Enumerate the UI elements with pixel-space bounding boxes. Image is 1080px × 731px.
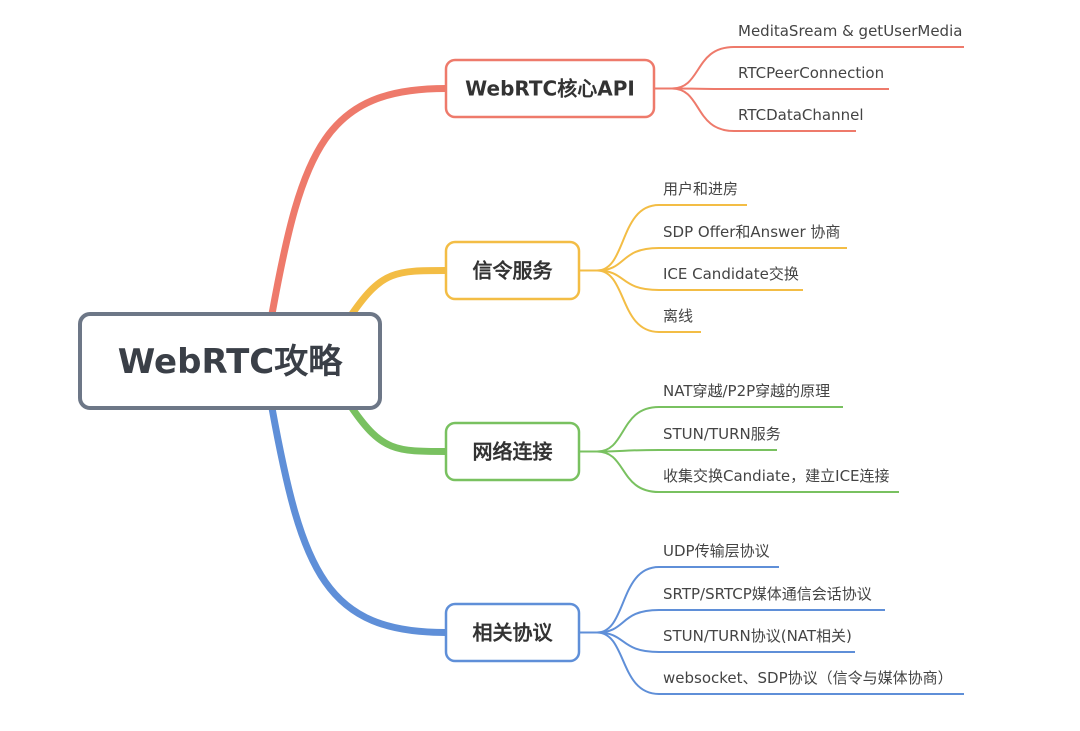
leaf-connector — [596, 269, 660, 333]
branch-label-1: WebRTC核心API — [465, 77, 635, 101]
leaf-connector — [596, 631, 660, 653]
branch-label-4: 相关协议 — [473, 621, 554, 645]
branch-node-2[interactable] — [444, 240, 581, 301]
trunk-line-2-core — [350, 269, 448, 316]
leaf-label[interactable]: 用户和进房 — [663, 180, 738, 198]
branch-label-2: 信令服务 — [473, 259, 554, 283]
leaf-label[interactable]: STUN/TURN服务 — [663, 425, 781, 443]
trunk-line-1-core — [270, 87, 448, 316]
leaf-connector — [596, 269, 660, 291]
branch-label-3: 网络连接 — [473, 440, 553, 464]
leaf-label[interactable]: 收集交换Candiate，建立ICE连接 — [663, 467, 890, 485]
trunk-line-4-core — [270, 406, 448, 634]
leaf-connector — [596, 406, 660, 453]
leaf-label[interactable]: RTCPeerConnection — [738, 64, 884, 82]
leaf-label[interactable]: MeditaSream & getUserMedia — [738, 22, 962, 40]
leaf-label[interactable]: NAT穿越/P2P穿越的原理 — [663, 382, 830, 400]
leaf-connector — [596, 247, 660, 272]
leaf-label[interactable]: ICE Candidate交换 — [663, 265, 799, 283]
trunk-line-2 — [348, 267, 450, 318]
leaf-label[interactable]: 离线 — [663, 307, 693, 325]
leaf-label[interactable]: UDP传输层协议 — [663, 542, 770, 560]
leaf-label[interactable]: SRTP/SRTCP媒体通信会话协议 — [663, 585, 872, 603]
branch-node-3[interactable] — [444, 421, 581, 482]
leaf-connector — [596, 204, 660, 272]
leaf-connector — [671, 46, 735, 90]
leaf-label[interactable]: websocket、SDP协议（信令与媒体协商） — [663, 669, 953, 687]
branch-node-1[interactable] — [444, 58, 656, 119]
leaf-label[interactable]: STUN/TURN协议(NAT相关) — [663, 627, 852, 645]
leaf-connector — [671, 87, 735, 132]
leaf-connector — [596, 450, 660, 493]
leaf-connector — [596, 631, 660, 695]
leaf-connector — [596, 566, 660, 634]
branch-node-4[interactable] — [444, 602, 581, 663]
trunk-line-3-core — [350, 406, 448, 453]
leaf-connector — [671, 87, 735, 90]
root-label: WebRTC攻略 — [118, 342, 343, 382]
leaf-label[interactable]: RTCDataChannel — [738, 106, 864, 124]
leaf-connector — [596, 609, 660, 634]
leaf-label[interactable]: SDP Offer和Answer 协商 — [663, 223, 840, 241]
root-node[interactable] — [78, 312, 382, 410]
trunk-line-3 — [348, 404, 450, 455]
